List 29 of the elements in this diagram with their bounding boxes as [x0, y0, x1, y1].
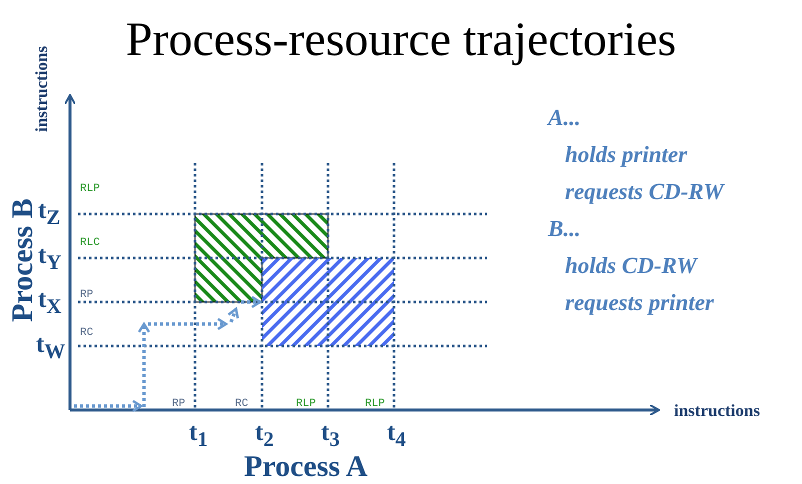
tick-label: t$_{W}$	[36, 332, 66, 362]
state-label: RC	[80, 328, 94, 339]
note-text: requests CD-RW	[565, 180, 724, 203]
state-label: RP	[172, 399, 186, 410]
tick-label: t$_{3}$	[321, 420, 340, 450]
tick-label: t$_{X}$	[38, 287, 62, 317]
state-label: RLP	[365, 399, 385, 410]
tick-label: t$_{1}$	[189, 420, 208, 450]
axis-title: Process B	[8, 198, 38, 322]
state-label: RLP	[296, 399, 316, 410]
tick-label: t$_{Z}$	[38, 198, 60, 228]
tick-label: t$_{Y}$	[38, 243, 62, 273]
note-text: requests printer	[565, 291, 714, 314]
state-label: RP	[80, 290, 94, 301]
state-label: RC	[235, 399, 248, 410]
note-text: holds printer	[565, 143, 688, 166]
hatched-region	[262, 258, 394, 346]
hatched-region	[194, 214, 328, 302]
note-text: A...	[548, 106, 581, 129]
axis-label: instructions	[674, 402, 760, 419]
axis-label: instructions	[33, 46, 50, 132]
note-text: holds CD-RW	[565, 254, 697, 277]
note-text: B...	[548, 217, 581, 240]
tick-label: t$_{2}$	[255, 420, 274, 450]
state-label: RLC	[80, 238, 100, 249]
axis-title: Process A	[244, 452, 368, 482]
trajectory-arrow	[74, 296, 262, 412]
state-label: RLP	[80, 184, 100, 195]
tick-label: t$_{4}$	[387, 420, 406, 450]
